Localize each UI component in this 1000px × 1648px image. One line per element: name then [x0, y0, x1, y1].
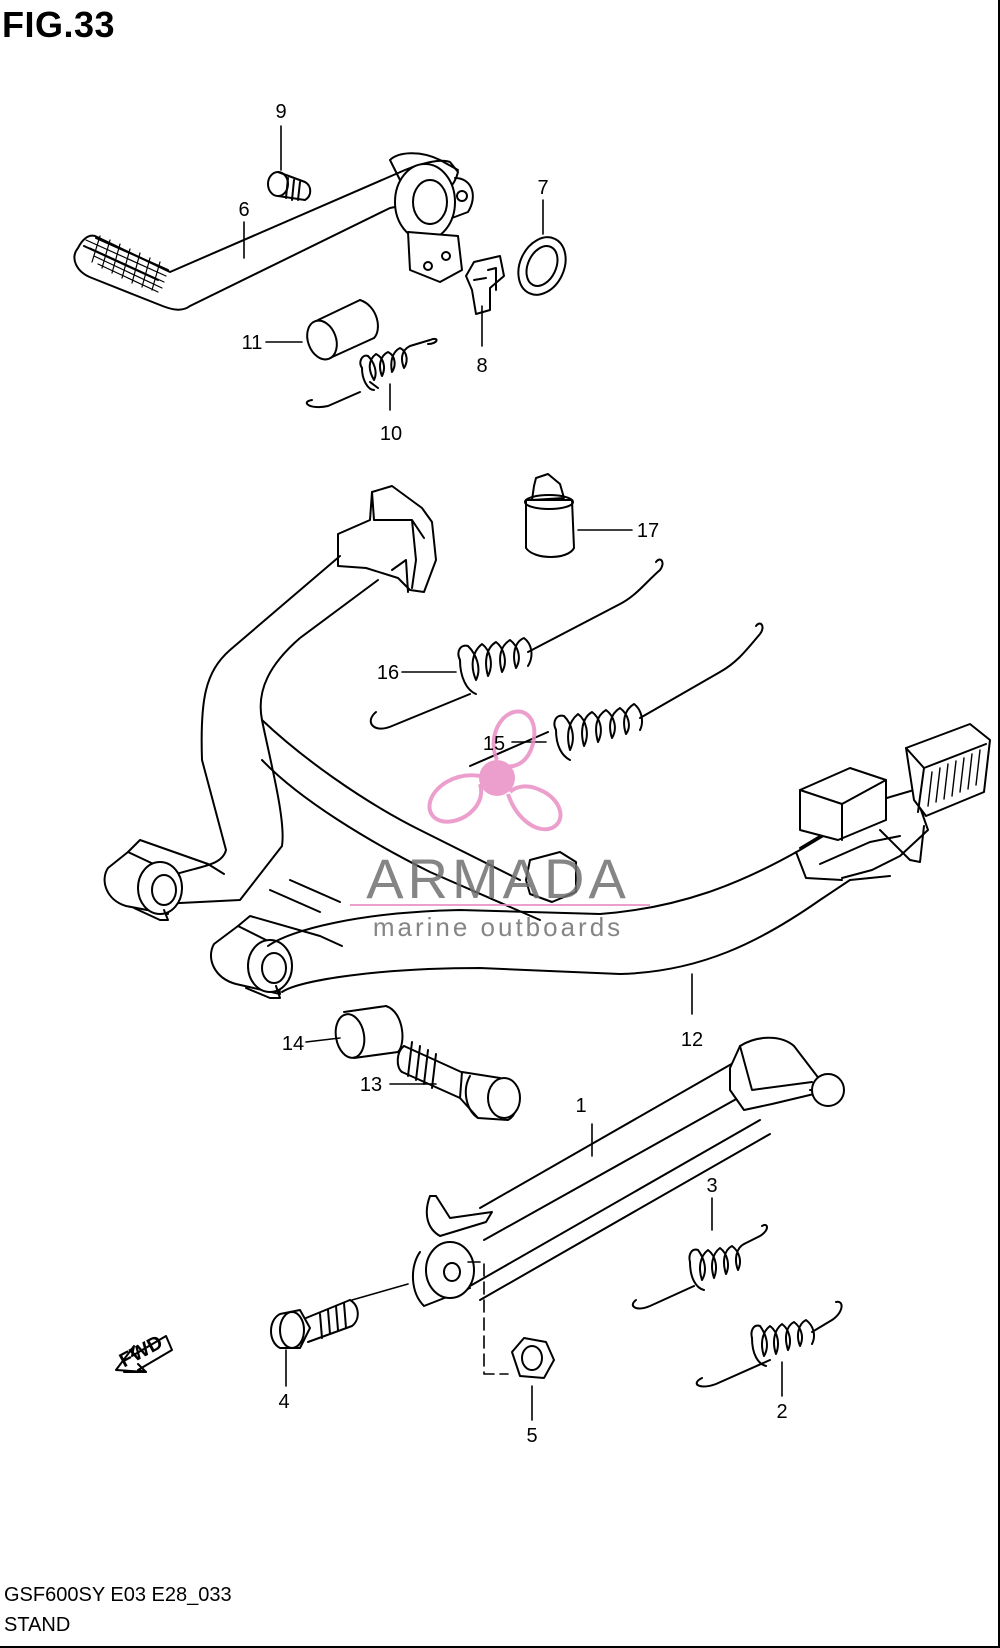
- callout-12: 12: [681, 1029, 703, 1051]
- leader-lines: [243, 125, 783, 1421]
- watermark-tagline: marine outboards: [373, 912, 623, 942]
- callout-1: 1: [575, 1095, 586, 1117]
- callout-13: 13: [360, 1074, 382, 1096]
- bushing-part-14: [334, 1005, 404, 1059]
- callout-11: 11: [242, 332, 263, 354]
- bolt-part-13: [396, 1041, 521, 1121]
- spring-part-10: [305, 337, 438, 409]
- callout-9: 9: [275, 101, 286, 123]
- spring-part-3: [631, 1224, 768, 1310]
- callout-2: 2: [776, 1401, 787, 1423]
- callout-5: 5: [526, 1425, 537, 1447]
- diagram-section-name: STAND: [4, 1614, 71, 1636]
- washer-part-7: [517, 236, 567, 296]
- propeller-icon: [427, 709, 563, 832]
- spring-part-2: [695, 1300, 843, 1388]
- callout-6: 6: [238, 199, 249, 221]
- callout-10: 10: [380, 423, 402, 445]
- callout-14: 14: [282, 1033, 304, 1055]
- bushing-part-11: [306, 299, 379, 361]
- callout-15: 15: [483, 733, 505, 755]
- center-stand-part: [103, 485, 991, 999]
- fwd-arrow-icon: [115, 1335, 173, 1373]
- watermark-brand: ARMADA: [366, 847, 630, 910]
- watermark-logo: ARMADA marine outboards: [350, 709, 650, 942]
- nut-part-5: [511, 1337, 555, 1379]
- bolt-part-4: [270, 1299, 359, 1349]
- callout-17: 17: [637, 520, 659, 542]
- callout-4: 4: [278, 1391, 289, 1413]
- figure-title: FIG.33: [2, 4, 116, 45]
- clip-part-8: [465, 255, 505, 315]
- watermark-divider: [350, 904, 650, 906]
- side-stand-part: [412, 1036, 845, 1307]
- callout-7: 7: [537, 177, 548, 199]
- callout-16: 16: [377, 662, 399, 684]
- callout-3: 3: [706, 1175, 717, 1197]
- diagram-code: GSF600SY E03 E28_033: [4, 1584, 232, 1606]
- brake-pedal-part: [73, 152, 474, 311]
- spring-part-15: [469, 622, 764, 767]
- callout-8: 8: [476, 355, 487, 377]
- spring-part-16: [369, 558, 664, 730]
- bolt-part-9: [267, 171, 312, 201]
- stopper-part-17: [524, 473, 575, 558]
